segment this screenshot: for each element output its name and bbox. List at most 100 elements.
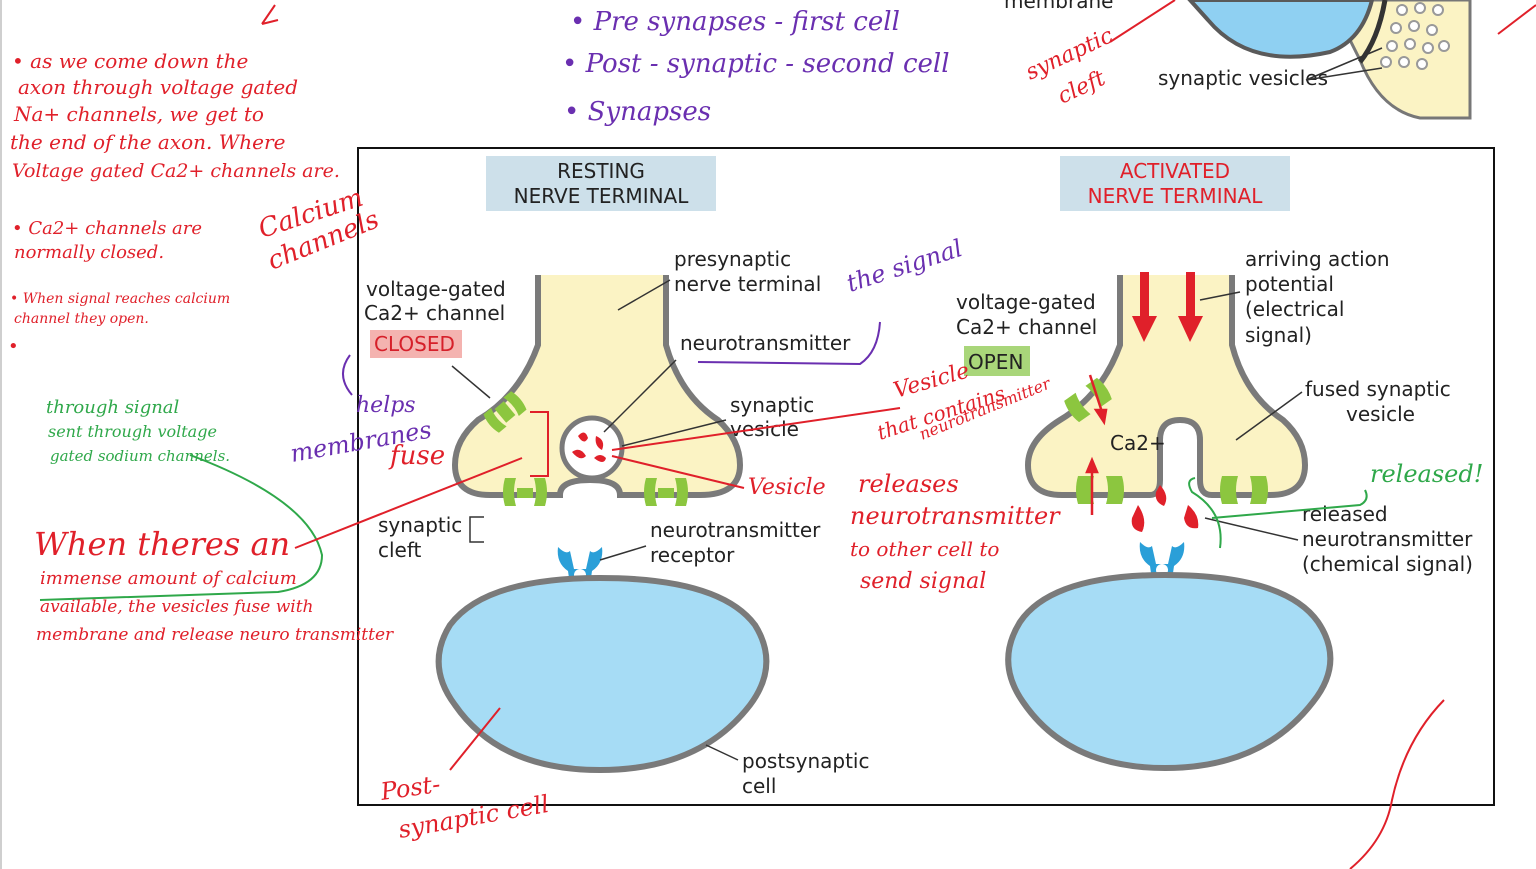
resting-synaptic-vesicle: [559, 415, 625, 481]
right-arriving-line3: (electrical: [1245, 297, 1344, 321]
red-note-line5: Voltage gated Ca2+ channels are.: [12, 160, 340, 182]
red-top-arrow: [261, 4, 279, 25]
left-cleft-line2: cleft: [378, 538, 422, 562]
handwritten-annotations: • Pre synapses - first cell • Post - syn…: [8, 0, 1536, 869]
left-presynaptic-line2: nerve terminal: [674, 272, 821, 296]
red-vesicle-label: Vesicle: [748, 475, 826, 500]
resting-title-box: RESTING NERVE TERMINAL: [486, 156, 716, 211]
red-signal-line1: • When signal reaches calcium: [10, 291, 230, 307]
right-fused-line2: vesicle: [1346, 402, 1415, 426]
red-fuse: fuse: [388, 441, 445, 471]
arriving-action-potential-arrows: [1132, 272, 1203, 342]
purple-post-synaptic: • Post - synaptic - second cell: [562, 49, 950, 79]
right-voltage-gated-label: voltage-gated: [956, 290, 1096, 314]
purple-pre-synapses: • Pre synapses - first cell: [570, 7, 900, 37]
red-note-line1: • as we come down the: [12, 49, 248, 73]
activated-ca-channel-bottom-2: [1220, 476, 1268, 504]
left-voltage-gated-label: voltage-gated: [366, 277, 506, 301]
green-released: released!: [1370, 460, 1483, 488]
top-vesicles-leader: [1305, 47, 1383, 81]
red-ca-closed-line1: • Ca2+ channels are: [12, 218, 202, 239]
right-ca-channel-label: Ca2+ channel: [956, 315, 1097, 339]
right-released-line3: (chemical signal): [1302, 552, 1473, 576]
page-left-border: [0, 0, 2, 869]
purple-signal-underline: [697, 321, 881, 366]
right-open-label: OPEN: [968, 350, 1023, 374]
left-ca-channel-label: Ca2+ channel: [364, 301, 505, 325]
activated-presynaptic-terminal: [1024, 275, 1309, 498]
right-arriving-line4: signal): [1245, 323, 1312, 347]
released-neurotransmitter-drops: [1131, 485, 1199, 532]
red-signal-line2: channel they open.: [14, 311, 149, 327]
resting-title-line1: RESTING: [557, 159, 645, 183]
left-neurotransmitter-leader: [603, 359, 677, 433]
red-note-line2: axon through voltage gated: [18, 75, 298, 99]
left-postsynaptic-line2: cell: [742, 774, 776, 798]
right-fused-leader: [1235, 391, 1303, 441]
left-cleft-line1: synaptic: [378, 513, 462, 537]
left-vesicle-leader: [621, 419, 727, 447]
activated-ca-channel-bottom-1: [1076, 476, 1124, 504]
left-postsynaptic-line1: postsynaptic: [742, 749, 869, 773]
left-closed-label: CLOSED: [374, 332, 455, 356]
top-figure: membrane synaptic vesicles: [1004, 0, 1472, 120]
purple-helps: helps: [356, 393, 416, 418]
red-vesicle-contains-arrow: [611, 407, 901, 451]
right-released-leader: [1204, 517, 1299, 541]
red-releases-line2: neurotransmitter: [850, 502, 1061, 530]
top-membrane-dark: [1358, 0, 1388, 64]
purple-synapses: • Synapses: [564, 97, 711, 127]
resting-ca-channel-bottom-2: [644, 478, 688, 506]
red-when-arrow: [294, 457, 523, 549]
top-vesicles: [1380, 2, 1450, 70]
green-through-line2: sent through voltage: [48, 422, 217, 441]
green-released-bracket: [1188, 477, 1368, 549]
red-available-line1: available, the vesicles fuse with: [40, 597, 314, 617]
left-channel-leader: [451, 365, 491, 399]
purple-helps-arrow: [342, 354, 353, 396]
red-vesicle-arrow: [611, 455, 745, 489]
right-released-line2: neurotransmitter: [1302, 527, 1473, 551]
right-ca-ion-label: Ca2+: [1110, 431, 1166, 455]
red-note-line4: the end of the axon. Where: [10, 130, 285, 154]
top-membrane-label: membrane: [1004, 0, 1113, 13]
top-synaptic-vesicles-label: synaptic vesicles: [1158, 66, 1328, 90]
ca-influx-arrows: [1085, 374, 1108, 515]
activated-title-box: ACTIVATED NERVE TERMINAL: [1060, 156, 1290, 211]
red-bottom-right-stroke: [1349, 699, 1445, 869]
left-neurotransmitter-label: neurotransmitter: [680, 331, 851, 355]
left-vesicle-line1: synaptic: [730, 393, 814, 417]
resting-postsynaptic-cell: [435, 574, 770, 774]
red-right-edge-stroke: [1497, 4, 1536, 35]
left-closed-badge: [370, 330, 462, 358]
red-post-arrow: [449, 707, 501, 771]
red-immense: immense amount of calcium: [40, 568, 297, 589]
activated-title-line2: NERVE TERMINAL: [1088, 184, 1264, 208]
red-releases-line1: releases: [858, 470, 959, 498]
left-presynaptic-line1: presynaptic: [674, 247, 791, 271]
right-arriving-line2: potential: [1245, 272, 1334, 296]
red-synaptic-cleft-line2: cleft: [1054, 66, 1109, 110]
green-through-line1: through signal: [46, 397, 180, 418]
red-cleft-arrow: [1109, 0, 1176, 43]
left-postsynaptic-leader: [705, 744, 739, 761]
left-receptor-line2: receptor: [650, 543, 735, 567]
red-note-line3: Na+ channels, we get to: [13, 102, 264, 126]
red-vesicle-bracket: [530, 411, 549, 477]
right-arriving-leader: [1199, 291, 1241, 301]
left-presynaptic-leader: [617, 279, 671, 311]
resting-ca-channel-side: [483, 391, 527, 433]
left-receptor-line1: neurotransmitter: [650, 518, 821, 542]
right-fused-line1: fused synaptic: [1305, 377, 1451, 401]
right-open-badge: [964, 346, 1030, 376]
activated-ca-channel-side: [1064, 377, 1112, 423]
left-cleft-bracket: [469, 516, 484, 543]
red-empty-bullet: •: [8, 336, 19, 357]
right-arriving-line1: arriving action: [1245, 247, 1390, 271]
red-available-line2: membrane and release neuro transmitter: [36, 625, 394, 645]
red-releases-line3: to other cell to: [850, 537, 999, 561]
left-receptor-leader: [599, 545, 647, 561]
green-loop-arrow: [39, 454, 324, 601]
red-ca-closed-line2: normally closed.: [14, 242, 164, 263]
red-when-theres: When theres an: [34, 525, 290, 563]
